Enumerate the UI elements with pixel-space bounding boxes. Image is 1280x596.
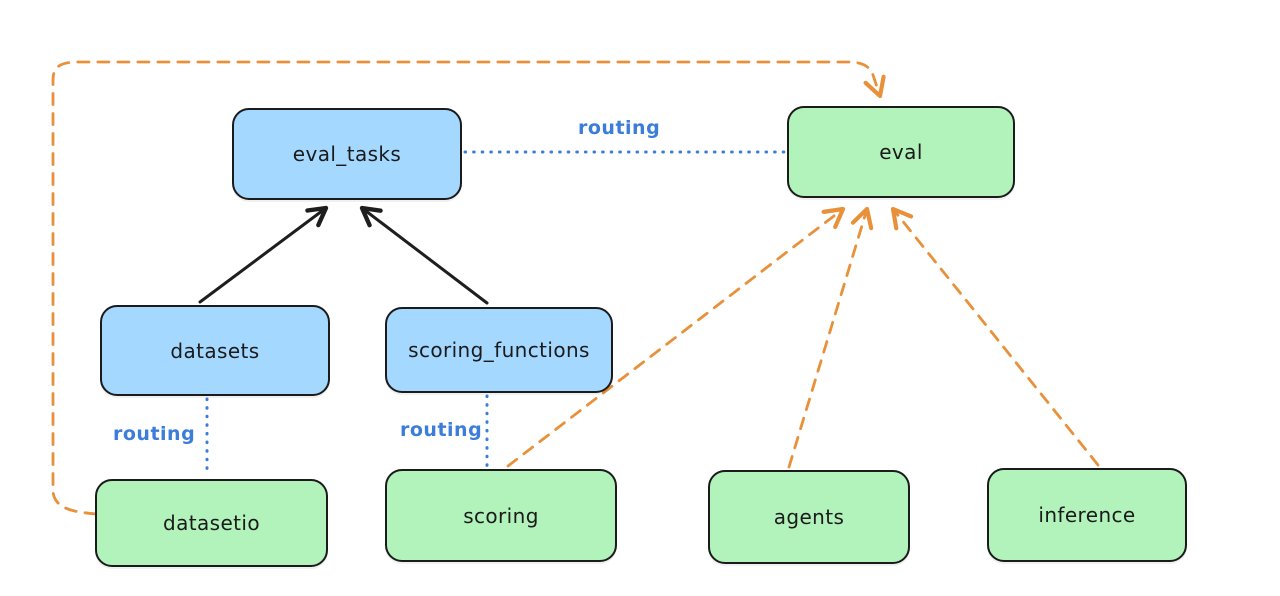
node-eval-label: eval	[879, 140, 923, 164]
node-datasetio: datasetio	[95, 479, 328, 567]
edge-scoring-functions-to-eval-tasks	[359, 205, 489, 305]
node-scoring: scoring	[385, 469, 617, 562]
node-eval: eval	[787, 106, 1015, 198]
node-datasets-label: datasets	[170, 338, 260, 363]
node-agents-label: agents	[773, 505, 845, 529]
node-agents: agents	[708, 470, 910, 564]
edge-label-routing-scoring-functions-scoring: routing	[400, 419, 483, 441]
node-scoring-functions-label: scoring_functions	[408, 338, 590, 362]
node-eval-tasks-label: eval_tasks	[292, 142, 402, 166]
edge-label-routing-datasets-datasetio: routing	[113, 423, 196, 445]
edge-datasets-to-eval-tasks	[198, 205, 329, 304]
edge-label-routing-eval-tasks-eval: routing	[578, 117, 661, 139]
edge-agents-to-eval	[787, 206, 874, 469]
node-eval-tasks: eval_tasks	[232, 108, 462, 200]
edge-inference-to-eval	[890, 206, 1100, 467]
node-inference: inference	[987, 468, 1187, 562]
node-scoring-functions: scoring_functions	[385, 307, 613, 393]
node-inference-label: inference	[1038, 503, 1136, 527]
node-datasetio-label: datasetio	[162, 511, 260, 535]
node-datasets: datasets	[100, 305, 330, 396]
node-scoring-label: scoring	[463, 503, 539, 528]
edge-datasetio-to-eval	[51, 60, 886, 516]
